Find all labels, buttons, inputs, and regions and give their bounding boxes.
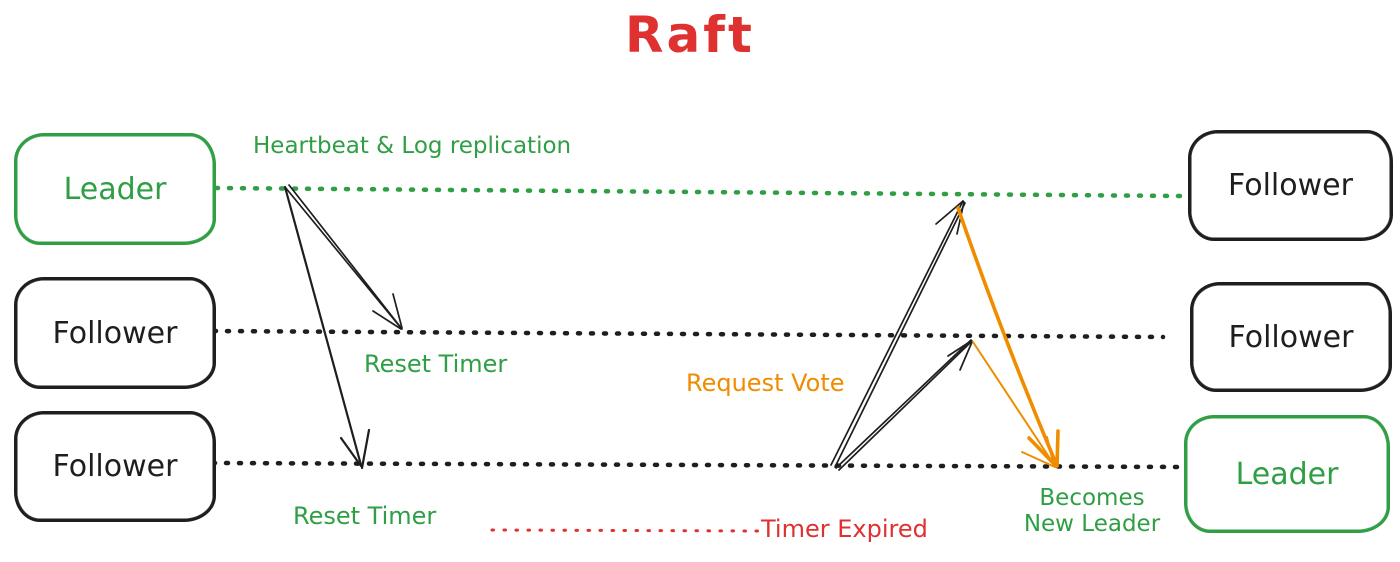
becomes-line2: New Leader: [1023, 511, 1161, 537]
follower1-timeline: [211, 328, 1166, 340]
timer-expired-label: Timer Expired: [761, 515, 928, 543]
node-left-leader: Leader: [14, 133, 216, 245]
node-right-follower1: Follower: [1188, 130, 1393, 241]
heartbeat-arrow-to-follower1: [284, 184, 403, 330]
node-right-follower2: Follower: [1190, 282, 1392, 392]
becomes-line1: Becomes: [1039, 485, 1145, 511]
request-vote-arrow-mid: [835, 339, 973, 471]
timer-expired-line: [490, 528, 760, 533]
heartbeat-arrow-to-follower2: [283, 185, 371, 470]
request-vote-label: Request Vote: [686, 369, 845, 397]
reset-timer-label-bottom: Reset Timer: [293, 502, 437, 530]
heartbeat-label: Heartbeat & Log replication: [253, 133, 572, 159]
heartbeat-timeline: [213, 185, 1183, 199]
follower2-timeline: [210, 460, 1183, 470]
vote-granted-arrow-mid: [972, 341, 1054, 464]
becomes-new-leader-label: Becomes New Leader: [1012, 485, 1172, 537]
node-left-follower1: Follower: [14, 277, 216, 389]
node-left-follower2: Follower: [14, 411, 216, 522]
node-right-new-leader: Leader: [1184, 415, 1390, 533]
diagram-title: Raft: [625, 6, 755, 64]
reset-timer-label-mid: Reset Timer: [364, 350, 508, 378]
